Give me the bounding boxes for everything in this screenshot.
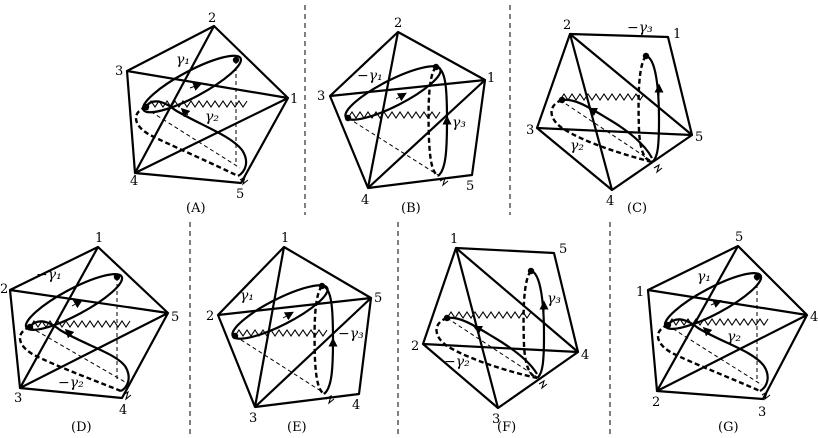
cycle-label: γ₁ bbox=[697, 269, 711, 285]
cycle-label: γ₃ bbox=[452, 115, 466, 131]
cycle-label: γ₂ bbox=[727, 329, 741, 345]
panel-c: 1 2 3 4 5 −γ₃ γ₂ (C) bbox=[526, 18, 703, 216]
vertex-label: 4 bbox=[606, 194, 614, 209]
vertex-label: 5 bbox=[374, 291, 382, 306]
vertex-label: 4 bbox=[810, 310, 818, 325]
cycle-label: −γ₃ bbox=[627, 20, 653, 36]
vertex-label: 1 bbox=[281, 231, 289, 246]
cycle-label: γ₁ bbox=[240, 288, 254, 304]
panel-caption: (G) bbox=[718, 420, 739, 435]
cycle-label: γ₂ bbox=[205, 109, 219, 125]
vertex-label: 2 bbox=[208, 11, 216, 26]
vertex-label: 3 bbox=[14, 391, 22, 406]
vertex-label: 3 bbox=[526, 123, 534, 138]
cycle-label: γ₃ bbox=[547, 291, 561, 307]
vertex-label: 2 bbox=[0, 282, 8, 297]
vertex-label: 5 bbox=[171, 310, 179, 325]
vertex-label: 4 bbox=[581, 348, 589, 363]
cycle-label: −γ₂ bbox=[58, 375, 84, 391]
panel-caption: (B) bbox=[401, 201, 421, 216]
vertex-label: 3 bbox=[115, 64, 123, 79]
panel-g: 1 2 3 4 5 γ₁ γ₂ (G) bbox=[636, 230, 818, 435]
vertex-label: 4 bbox=[119, 403, 127, 418]
vertex-label: 2 bbox=[206, 309, 214, 324]
panel-caption: (C) bbox=[627, 201, 647, 216]
cycle-label: −γ₃ bbox=[338, 326, 364, 342]
vertex-label: 3 bbox=[317, 89, 325, 104]
vertex-label: 3 bbox=[249, 411, 257, 426]
vertex-label: 5 bbox=[559, 242, 567, 257]
vertex-label: 1 bbox=[450, 232, 458, 247]
vertex-label: 5 bbox=[695, 130, 703, 145]
cycle-label: γ₁ bbox=[176, 52, 190, 68]
panel-a: 1 2 3 4 5 γ₁ γ₂ (A) bbox=[115, 11, 298, 216]
cycle-label: −γ₁ bbox=[36, 267, 62, 283]
vertex-label: 2 bbox=[563, 18, 571, 33]
vertex-label: 3 bbox=[492, 412, 500, 427]
vertex-label: 4 bbox=[130, 174, 138, 189]
panel-e: 1 2 3 4 5 γ₁ −γ₃ (E) bbox=[206, 231, 382, 435]
vertex-label: 4 bbox=[361, 193, 369, 208]
panel-d: 1 2 3 4 5 −γ₁ −γ₂ (D) bbox=[0, 231, 179, 435]
vertex-label: 1 bbox=[290, 92, 298, 107]
vertex-label: 1 bbox=[636, 285, 644, 300]
vertex-label: 1 bbox=[487, 71, 495, 86]
vertex-label: 2 bbox=[652, 395, 660, 410]
vertex-label: 3 bbox=[758, 405, 766, 420]
vertex-label: 1 bbox=[95, 231, 103, 246]
cycle-label: −γ₁ bbox=[357, 68, 383, 84]
cycle-label: γ₂ bbox=[570, 138, 584, 154]
vertex-label: 1 bbox=[673, 27, 681, 42]
panel-f: 1 2 3 4 5 γ₃ −γ₂ (F) bbox=[411, 232, 589, 435]
vertex-label: 5 bbox=[735, 230, 743, 245]
vertex-label: 2 bbox=[411, 339, 419, 354]
panel-caption: (D) bbox=[71, 420, 92, 435]
panel-caption: (A) bbox=[186, 201, 206, 216]
vertex-label: 5 bbox=[466, 179, 474, 194]
panel-caption: (F) bbox=[497, 420, 516, 435]
vertex-label: 5 bbox=[236, 187, 244, 202]
cycle-label: −γ₂ bbox=[444, 354, 470, 370]
vertex-label: 4 bbox=[352, 398, 360, 413]
vertex-label: 2 bbox=[394, 16, 402, 31]
panel-caption: (E) bbox=[287, 420, 307, 435]
panel-b: 1 2 3 4 5 −γ₁ γ₃ (B) bbox=[317, 16, 495, 216]
